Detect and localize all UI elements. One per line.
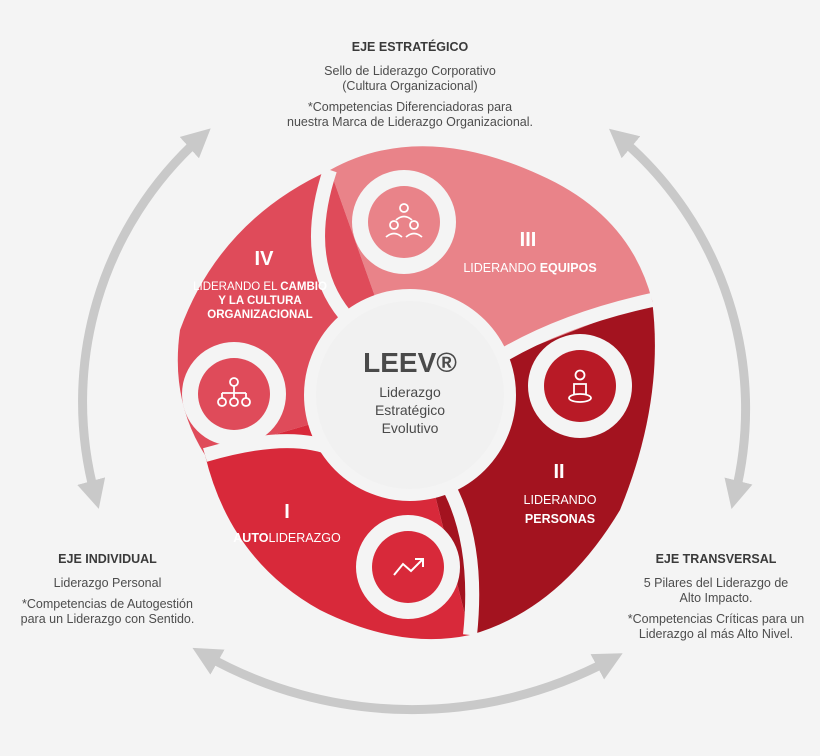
q3-label: LIDERANDO EQUIPOS bbox=[463, 261, 596, 275]
strategic-line2: (Cultura Organizacional) bbox=[342, 79, 478, 93]
right-arrow bbox=[609, 128, 753, 509]
person-icon bbox=[568, 369, 592, 403]
transversal-line4: Liderazgo al más Alto Nivel. bbox=[638, 627, 794, 641]
transversal-line3: *Competencias Críticas para un bbox=[627, 612, 805, 626]
individual-line1: Liderazgo Personal bbox=[53, 576, 162, 590]
trending-up-icon bbox=[393, 558, 424, 576]
strategic-axis-title: EJE ESTRATÉGICO bbox=[351, 40, 469, 54]
transversal-line1: 5 Pilares del Liderazgo de bbox=[643, 576, 789, 590]
team-icon bbox=[385, 203, 423, 238]
q4-label-line2: Y LA CULTURA bbox=[218, 295, 301, 307]
left-arrow bbox=[77, 128, 211, 509]
q1-numeral: I bbox=[284, 501, 290, 523]
icon-ring-q2 bbox=[528, 334, 632, 438]
bottom-arrow bbox=[192, 647, 623, 715]
icon-ring-q1 bbox=[356, 515, 460, 619]
center-line1: Liderazgo bbox=[379, 384, 441, 400]
transversal-line2: Alto Impacto. bbox=[679, 591, 753, 605]
org-chart-icon bbox=[217, 377, 251, 407]
strategic-line3: *Competencias Diferenciadoras para bbox=[307, 100, 513, 114]
q4-numeral: IV bbox=[255, 248, 275, 270]
individual-axis-title: EJE INDIVIDUAL bbox=[58, 552, 157, 566]
q2-numeral: II bbox=[553, 461, 564, 483]
transversal-axis-title: EJE TRANSVERSAL bbox=[655, 552, 777, 566]
strategic-line4: nuestra Marca de Liderazgo Organizaciona… bbox=[287, 115, 533, 129]
strategic-line1: Sello de Liderazgo Corporativo bbox=[324, 64, 496, 78]
q2-label-line2: PERSONAS bbox=[525, 512, 595, 526]
individual-line3: para un Liderazgo con Sentido. bbox=[20, 612, 195, 626]
center-line3: Evolutivo bbox=[382, 420, 439, 436]
center-title: LEEV® bbox=[363, 347, 457, 378]
center-disc bbox=[304, 289, 516, 501]
strategic-axis-label: EJE ESTRATÉGICO Sello de Liderazgo Corpo… bbox=[230, 40, 590, 130]
q3-numeral: III bbox=[520, 229, 537, 251]
q2-label-line1: LIDERANDO bbox=[524, 493, 597, 507]
q1-label: AUTOLIDERAZGO bbox=[233, 531, 341, 545]
individual-axis-label: EJE INDIVIDUAL Liderazgo Personal *Compe… bbox=[0, 552, 215, 627]
center-line2: Estratégico bbox=[375, 402, 445, 418]
q4-label-line3: ORGANIZACIONAL bbox=[207, 309, 312, 321]
transversal-axis-label: EJE TRANSVERSAL 5 Pilares del Liderazgo … bbox=[612, 552, 820, 642]
q4-label-line1: LIDERANDO EL CAMBIO bbox=[193, 281, 327, 293]
icon-ring-q3 bbox=[352, 170, 456, 274]
individual-line2: *Competencias de Autogestión bbox=[22, 597, 193, 611]
